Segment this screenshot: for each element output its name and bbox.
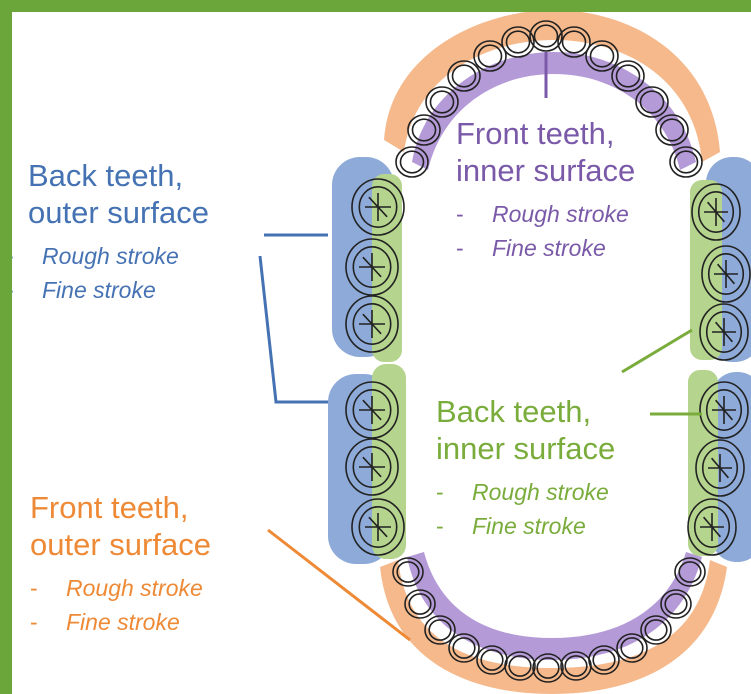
back-outer-title-line2: outer surface	[28, 195, 209, 230]
front-outer-bullet-rough: Rough stroke	[66, 575, 203, 601]
molar-tooth	[696, 440, 744, 496]
bullet-marker: -	[12, 273, 42, 307]
list-item: -Fine stroke	[30, 605, 211, 639]
back-outer-title-line1: Back teeth,	[28, 158, 183, 193]
bullet-marker: -	[30, 571, 66, 605]
list-item: -Rough stroke	[436, 475, 615, 509]
front-outer-title-line2: outer surface	[30, 527, 211, 562]
zone-back-inner-lower-left	[372, 364, 406, 559]
front-tooth	[393, 558, 423, 586]
back-inner-bullet-rough: Rough stroke	[472, 479, 609, 505]
label-front-inner: Front teeth, inner surface -Rough stroke…	[456, 116, 635, 265]
front-tooth	[449, 634, 479, 662]
molar-tooth	[700, 304, 748, 360]
front-tooth	[558, 27, 590, 57]
molar-tooth	[688, 499, 736, 555]
leader-back-outer-lower	[260, 256, 328, 402]
molar-tooth	[346, 382, 398, 438]
brushing-zones	[328, 12, 751, 694]
bullet-marker: -	[12, 239, 42, 273]
front-outer-bullet-fine: Fine stroke	[66, 609, 180, 635]
list-item: -Rough stroke	[12, 239, 209, 273]
front-tooth	[617, 634, 647, 662]
front-tooth	[405, 590, 435, 618]
bullet-marker: -	[436, 509, 472, 543]
bullet-marker: -	[456, 197, 492, 231]
bullet-marker: -	[436, 475, 472, 509]
front-outer-title-line1: Front teeth,	[30, 490, 189, 525]
front-inner-title-line1: Front teeth,	[456, 116, 615, 151]
front-tooth	[505, 652, 535, 680]
molar-tooth	[702, 246, 750, 302]
molar-tooth	[352, 179, 404, 235]
front-inner-title-line2: inner surface	[456, 153, 635, 188]
front-tooth	[477, 646, 507, 674]
label-back-inner: Back teeth, inner surface -Rough stroke …	[436, 394, 615, 543]
back-inner-bullet-fine: Fine stroke	[472, 513, 586, 539]
back-inner-title-line1: Back teeth,	[436, 394, 591, 429]
front-tooth	[448, 61, 480, 91]
list-item: -Rough stroke	[30, 571, 211, 605]
label-back-outer: Back teeth, outer surface -Rough stroke …	[28, 158, 209, 307]
diagram-stage: Front teeth, inner surface -Rough stroke…	[12, 12, 751, 694]
slide-edge-arrow-icon	[0, 310, 12, 342]
molar-tooth	[346, 439, 398, 495]
list-item: -Fine stroke	[12, 273, 209, 307]
list-item: -Fine stroke	[436, 509, 615, 543]
front-tooth	[425, 616, 455, 644]
front-inner-bullet-rough: Rough stroke	[492, 201, 629, 227]
front-tooth	[561, 652, 591, 680]
front-inner-bullet-fine: Fine stroke	[492, 235, 606, 261]
molar-tooth	[352, 499, 404, 555]
front-tooth	[474, 41, 506, 71]
front-tooth	[641, 616, 671, 644]
bullet-marker: -	[456, 231, 492, 265]
front-tooth	[586, 41, 618, 71]
molar-tooth	[346, 296, 398, 352]
list-item: -Rough stroke	[456, 197, 635, 231]
back-outer-bullet-fine: Fine stroke	[42, 277, 156, 303]
leader-back-inner-upper	[622, 330, 692, 372]
list-item: -Fine stroke	[456, 231, 635, 265]
molar-tooth	[700, 382, 748, 438]
front-tooth	[589, 646, 619, 674]
bullet-marker: -	[30, 605, 66, 639]
back-inner-title-line2: inner surface	[436, 431, 615, 466]
back-outer-bullet-rough: Rough stroke	[42, 243, 179, 269]
label-front-outer: Front teeth, outer surface -Rough stroke…	[30, 490, 211, 639]
molar-tooth	[692, 184, 740, 240]
molar-tooth	[346, 239, 398, 295]
